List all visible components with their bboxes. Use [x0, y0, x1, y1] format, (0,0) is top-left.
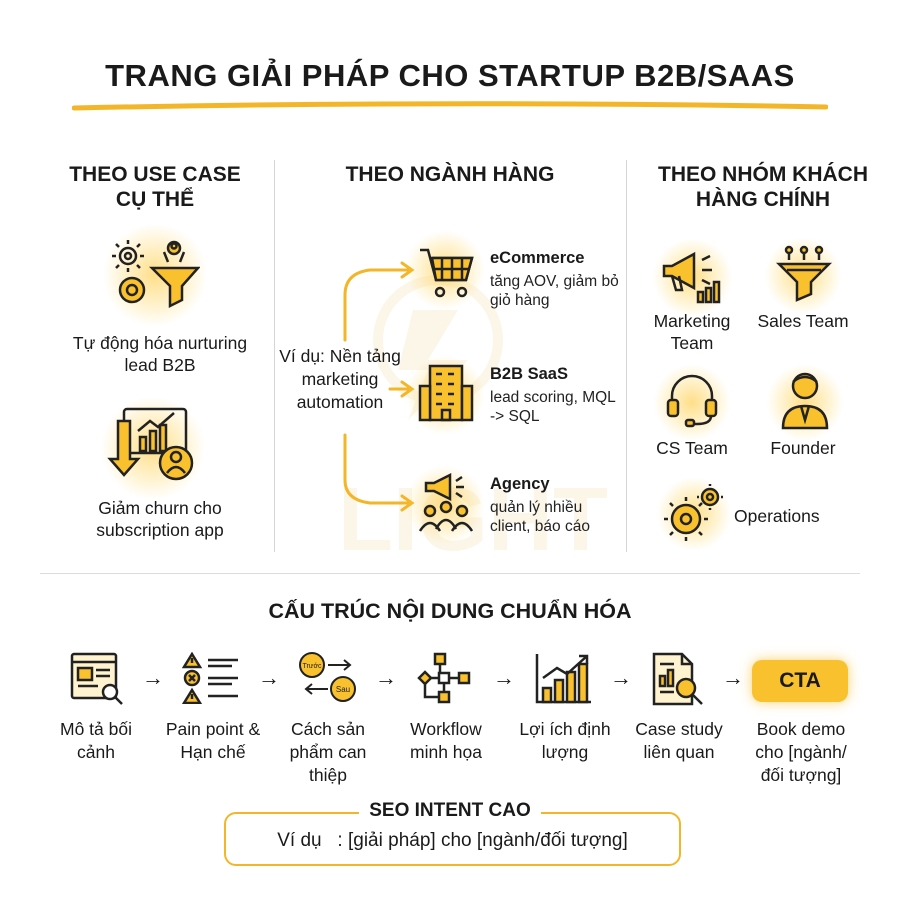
shopping-cart-icon — [420, 248, 474, 298]
glow — [652, 365, 732, 440]
industry-item-desc: tăng AOV, giảm bỏ giỏ hàng — [490, 273, 619, 309]
step-label: Lợi ích định lượng — [519, 719, 611, 762]
office-building-icon — [418, 364, 474, 422]
step-arrow: → — [610, 665, 632, 690]
use-case-heading: THEO USE CASE CỤ THỂ — [69, 163, 241, 211]
step-arrow: → — [375, 665, 397, 690]
report-magnifier-icon — [652, 652, 703, 706]
gears-icon — [664, 484, 723, 541]
industry-heading: THEO NGÀNH HÀNG — [345, 163, 555, 186]
seo-title: SEO INTENT CAO — [0, 800, 900, 822]
step-label: Mô tả bối cảnh — [60, 719, 132, 762]
growth-chart-icon — [535, 654, 591, 704]
before-label: Trước — [302, 663, 322, 670]
structure-heading: CẤU TRÚC NỘI DUNG CHUẨN HÓA — [268, 599, 632, 623]
person-icon — [781, 372, 829, 430]
after-label: Sau — [336, 685, 350, 694]
funnel-icon — [775, 245, 833, 302]
section-divider — [40, 573, 860, 574]
headset-icon — [666, 374, 718, 428]
customer-group-label: CS Team — [656, 438, 728, 458]
industry-item-desc: quản lý nhiều client, báo cáo — [490, 499, 590, 535]
use-case-item-label: Giảm churn cho subscription app — [96, 498, 224, 540]
customer-group-heading: THEO NHÓM KHÁCH HÀNG CHÍNH — [658, 163, 868, 211]
column-divider-1 — [274, 160, 275, 552]
industry-item-desc: lead scoring, MQL -> SQL — [490, 389, 616, 425]
step-label: Book demo cho [ngành/ đối tượng] — [755, 719, 847, 785]
step-label: Workflow minh họa — [410, 719, 482, 762]
gear-funnel-icon — [112, 240, 200, 309]
seo-title-text: SEO INTENT CAO — [359, 800, 541, 821]
step-label: Cách sản phẩm can thiệp — [289, 719, 367, 785]
customer-group-label: Marketing Team — [653, 311, 731, 353]
step-arrow: → — [493, 665, 515, 690]
industry-example: Ví dụ: Nền tảng marketing automation — [279, 346, 401, 412]
before-after-icon: Trước Sau — [299, 652, 356, 702]
industry-item-title: B2B SaaS — [490, 365, 568, 383]
step-label: Pain point & Hạn chế — [165, 719, 261, 762]
page-title: TRANG GIẢI PHÁP CHO STARTUP B2B/SAAS — [105, 58, 795, 93]
customer-group-label: Founder — [770, 438, 836, 458]
churn-chart-icon — [107, 407, 194, 481]
cta-button[interactable]: CTA — [752, 660, 848, 702]
column-divider-2 — [626, 160, 627, 552]
customer-group-label: Sales Team — [757, 311, 849, 331]
document-magnifier-icon — [70, 652, 123, 705]
industry-item-title: eCommerce — [490, 249, 585, 267]
customer-group-label: Operations — [734, 506, 820, 526]
megaphone-icon — [662, 251, 721, 304]
step-arrow: → — [142, 665, 164, 690]
industry-item-title: Agency — [490, 475, 550, 493]
step-arrow: → — [722, 665, 744, 690]
warning-list-icon — [182, 652, 238, 704]
seo-example: Ví dụ : [giải pháp] cho [ngành/đối tượng… — [277, 830, 628, 851]
megaphone-team-icon — [418, 473, 474, 532]
workflow-icon — [417, 652, 471, 704]
use-case-item-label: Tự động hóa nurturing lead B2B — [72, 333, 248, 375]
step-label: Case study liên quan — [635, 719, 723, 762]
step-arrow: → — [258, 665, 280, 690]
title-underline — [72, 101, 828, 111]
